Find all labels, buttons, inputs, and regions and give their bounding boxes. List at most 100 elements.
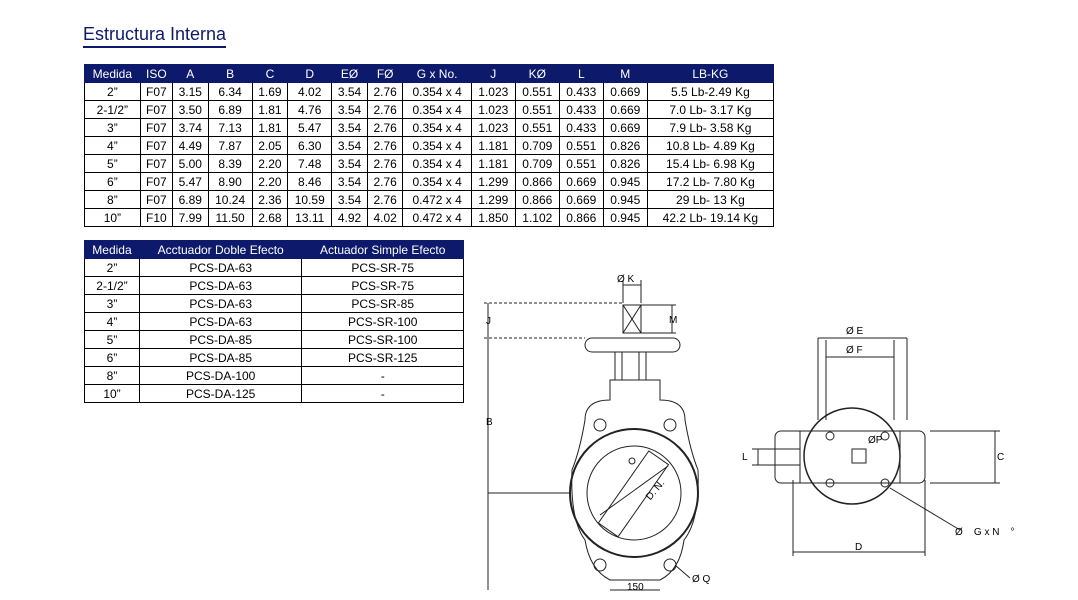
table-cell: PCS-SR-100	[301, 330, 464, 349]
table-cell: 2.76	[366, 118, 404, 137]
table-cell: 3.54	[331, 172, 368, 191]
label-j: J	[486, 316, 491, 327]
table-cell: PCS-DA-100	[138, 366, 303, 385]
table-cell: 4.76	[287, 100, 333, 119]
column-header: ISO	[139, 64, 173, 83]
table-cell: F07	[139, 136, 173, 155]
column-header: Acctuador Doble Efecto	[138, 240, 303, 259]
table-cell: 0.551	[514, 100, 560, 119]
table-cell: 2.20	[251, 172, 289, 191]
table-cell: 0.551	[514, 118, 560, 137]
column-header: B	[207, 64, 253, 83]
label-l: L	[742, 452, 748, 463]
table-cell: 4.92	[331, 208, 368, 227]
table-cell: 4.02	[366, 208, 404, 227]
column-header: LB-KG	[646, 64, 775, 83]
table-cell: 1.102	[514, 208, 560, 227]
table-cell: 0.709	[514, 136, 560, 155]
table-cell: 11.50	[207, 208, 253, 227]
label-d: D	[855, 542, 862, 553]
column-header: G x No.	[402, 64, 472, 83]
label-b: B	[486, 417, 493, 428]
table-cell: 8.90	[207, 172, 253, 191]
table-cell: 3.50	[171, 100, 209, 119]
valve-front-view	[484, 280, 699, 591]
table-cell: F10	[139, 208, 173, 227]
table-cell: 2.76	[366, 172, 404, 191]
table-cell: -	[301, 384, 464, 403]
label-c: C	[997, 452, 1004, 463]
table-cell: 0.354 x 4	[402, 118, 472, 137]
table-cell: 1.181	[470, 154, 516, 173]
table-cell: 2.76	[366, 154, 404, 173]
table-cell: 17.2 Lb- 7.80 Kg	[646, 172, 775, 191]
table-cell: 0.866	[514, 172, 560, 191]
table-cell: 0.866	[514, 190, 560, 209]
table-cell: 0.709	[514, 154, 560, 173]
table-cell: 2.68	[251, 208, 289, 227]
column-header: C	[251, 64, 289, 83]
valve-top-view	[752, 337, 1000, 556]
label-q: Ø Q	[692, 574, 711, 585]
label-e: Ø E	[846, 326, 864, 337]
column-header: FØ	[366, 64, 404, 83]
table-cell: 42.2 Lb- 19.14 Kg	[646, 208, 775, 227]
table-cell: 7.99	[171, 208, 209, 227]
table-cell: 0.669	[602, 82, 648, 101]
label-gxn: Ø G x N °	[955, 527, 1015, 538]
table-cell: 8.46	[287, 172, 333, 191]
table-cell: 0.866	[558, 208, 604, 227]
title-underline	[83, 46, 226, 48]
table-cell: PCS-SR-100	[301, 312, 464, 331]
table-cell: 13.11	[287, 208, 333, 227]
table-cell: 0.472 x 4	[402, 190, 472, 209]
table-cell: 10”	[84, 208, 141, 227]
label-p: ØP	[868, 435, 883, 446]
label-m: M	[669, 315, 677, 326]
column-header: D	[287, 64, 333, 83]
table-cell: F07	[139, 100, 173, 119]
table-cell: PCS-SR-75	[301, 258, 464, 277]
column-header: Actuador Simple Efecto	[301, 240, 464, 259]
label-k: Ø K	[617, 274, 635, 285]
table-cell: 0.669	[602, 118, 648, 137]
table-row: 8”PCS-DA-100-	[84, 366, 464, 385]
label-150: 150	[627, 582, 644, 593]
table-cell: 3.54	[331, 118, 368, 137]
table-cell: 10.59	[287, 190, 333, 209]
column-header: EØ	[331, 64, 368, 83]
table-cell: PCS-DA-125	[138, 384, 303, 403]
table-cell: 7.87	[207, 136, 253, 155]
table-cell: 2-1/2”	[84, 276, 140, 295]
table-cell: 0.354 x 4	[402, 82, 472, 101]
table-cell: 0.945	[602, 208, 648, 227]
table-cell: 5.47	[287, 118, 333, 137]
table-cell: 3.15	[171, 82, 209, 101]
table-cell: 29 Lb- 13 Kg	[646, 190, 775, 209]
table-cell: 8.39	[207, 154, 253, 173]
column-header: A	[171, 64, 209, 83]
table-cell: 10.8 Lb- 4.89 Kg	[646, 136, 775, 155]
table-cell: 3.54	[331, 190, 368, 209]
table-cell: 7.13	[207, 118, 253, 137]
table-cell: 5.5 Lb-2.49 Kg	[646, 82, 775, 101]
label-f: Ø F	[846, 345, 863, 356]
table-cell: 3.74	[171, 118, 209, 137]
column-header: L	[558, 64, 604, 83]
column-header: Medida	[84, 240, 140, 259]
table-cell: 0.433	[558, 82, 604, 101]
label-dn: D. N.	[644, 478, 667, 503]
table-cell: 0.354 x 4	[402, 154, 472, 173]
table-cell: F07	[139, 82, 173, 101]
